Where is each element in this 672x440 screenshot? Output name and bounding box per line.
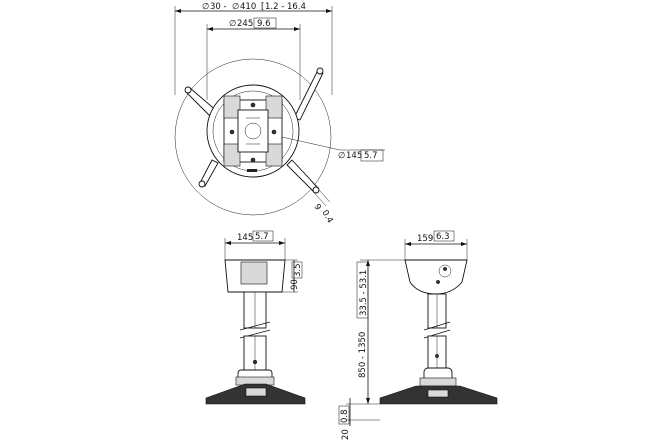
logo-mark <box>247 169 257 172</box>
side-width-in: 5.7 <box>255 232 269 242</box>
side-width-mm: 145 <box>237 233 253 243</box>
front-view: 159 6.3 850 - 1350 33.5 - 53. <box>338 230 498 440</box>
base-height-in: 0.8 <box>340 409 350 423</box>
outer-diameter-bracket-open: [ <box>261 2 264 12</box>
plate-diameter-dimension: ∅ 145 5.7 <box>281 136 385 162</box>
base-height-dimension: 20 0.8 <box>338 398 380 440</box>
extension-pole-front <box>423 293 451 369</box>
plate-symbol: ∅ <box>338 151 345 161</box>
outer-diameter-symbol-2: ∅ <box>232 2 239 12</box>
ring-symbol: ∅ <box>229 19 236 29</box>
outer-diameter-in: 1.2 - 16.4 <box>265 2 306 12</box>
outer-diameter-mm: 30 - <box>210 2 227 12</box>
plate-mm: 145 <box>346 151 362 161</box>
slot-in: 0.4 <box>319 209 334 226</box>
front-width-dimension: 159 6.3 <box>404 230 468 260</box>
top-view: ∅ 30 - ∅ 410 [ 1.2 - 16.4 ∅ 245 9.6 <box>174 2 385 226</box>
front-width-mm: 159 <box>417 234 433 244</box>
outer-diameter-mm-2: 410 <box>240 2 256 12</box>
slot-mm: 9 <box>311 203 322 213</box>
mounting-plate <box>223 95 283 167</box>
ring-diameter-dimension: ∅ 245 9.6 <box>206 17 301 100</box>
side-view: 145 5.7 90 3.5 <box>205 230 306 405</box>
outer-clamp-circle <box>174 58 332 216</box>
cover-height-dimension: 90 3.5 <box>282 259 303 293</box>
cover-height-in: 3.5 <box>293 263 303 277</box>
front-width-in: 6.3 <box>436 232 450 242</box>
outer-diameter-symbol: ∅ <box>202 2 209 12</box>
outer-diameter-dimension: ∅ 30 - ∅ 410 [ 1.2 - 16.4 <box>174 2 333 95</box>
plate-in: 5.7 <box>364 151 378 161</box>
ring-mm: 245 <box>237 19 253 29</box>
side-width-dimension: 145 5.7 <box>224 230 286 260</box>
ring-in: 9.6 <box>257 19 271 29</box>
base-height-mm: 20 <box>341 429 351 440</box>
length-in: 33.5 - 53.1 <box>359 270 369 316</box>
cover-height-mm: 90 <box>290 279 300 290</box>
length-dimension: 850 - 1350 33.5 - 53.1 <box>356 259 405 404</box>
length-mm: 850 - 1350 <box>358 332 368 378</box>
ceiling-cover-front <box>404 259 468 295</box>
cover-window <box>240 261 268 285</box>
extension-pole-side <box>239 291 271 371</box>
